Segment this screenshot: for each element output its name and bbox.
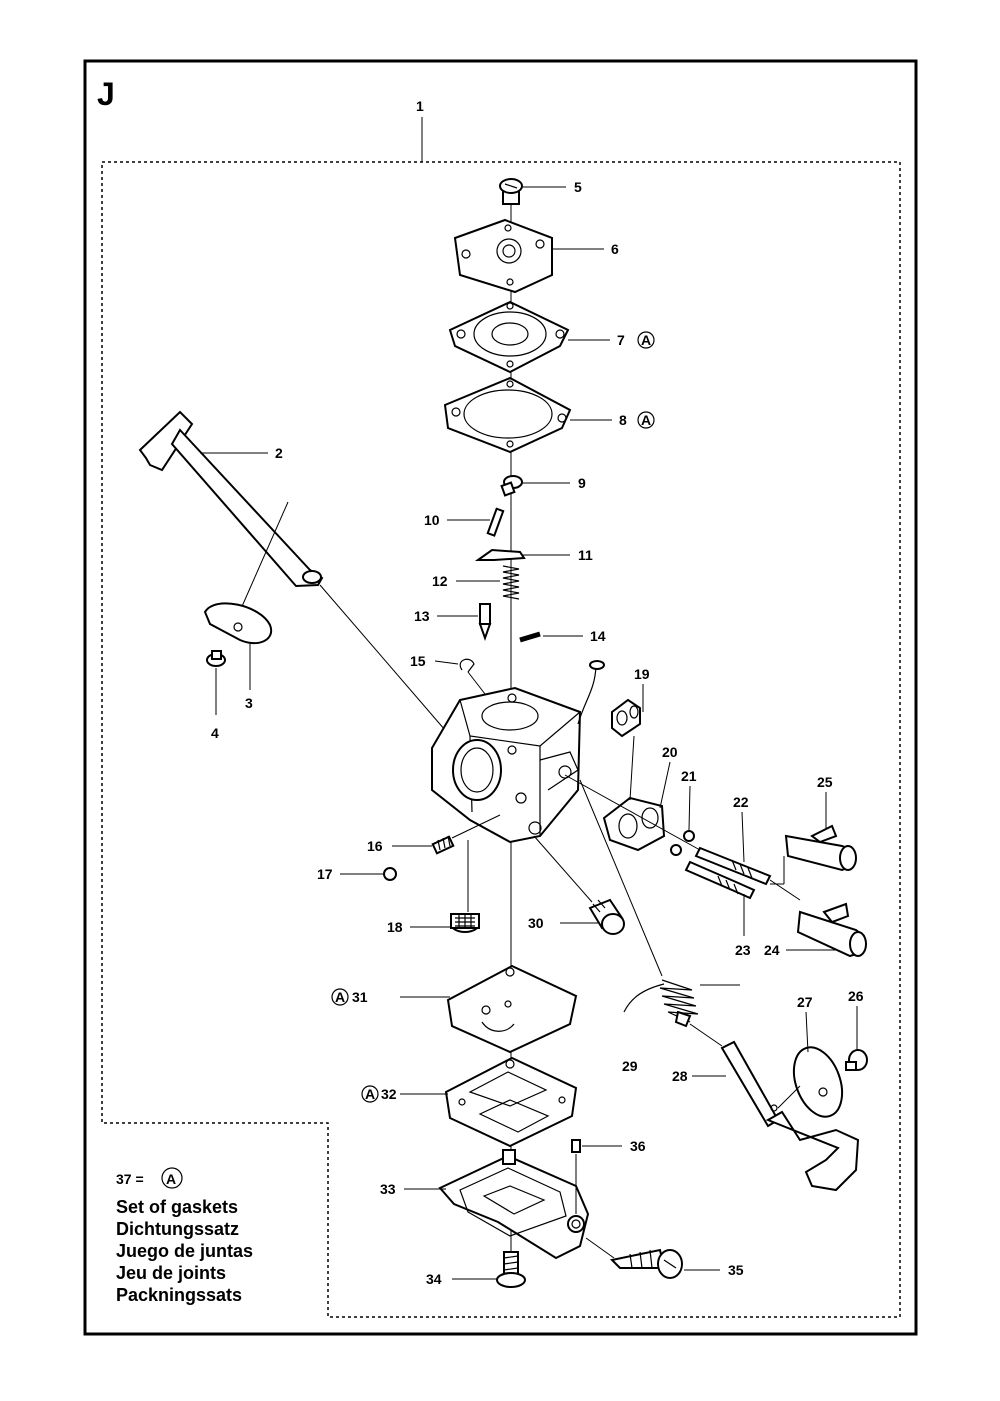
callout-20: 20 xyxy=(662,744,678,760)
callout-34: 34 xyxy=(426,1271,442,1287)
part-20-limiter-cap xyxy=(602,796,666,852)
callout-23: 23 xyxy=(735,942,751,958)
part-16-set-screw xyxy=(431,835,455,855)
part-13-needle-valve xyxy=(478,603,492,641)
callout-29: 29 xyxy=(622,1058,638,1074)
callout-17: 17 xyxy=(317,866,333,882)
part-22-needle xyxy=(694,846,772,886)
part-34-screw xyxy=(496,1251,526,1288)
callout-6: 6 xyxy=(611,241,619,257)
callout-11: 11 xyxy=(578,547,593,563)
gasket-marker-31: A xyxy=(335,989,345,1005)
callout-14: 14 xyxy=(590,628,606,644)
callout-24: 24 xyxy=(764,942,780,958)
callout-22: 22 xyxy=(733,794,749,810)
part-25-adjust-tool xyxy=(784,824,857,872)
part-27-choke-valve xyxy=(792,1046,844,1118)
callout-9: 9 xyxy=(578,475,586,491)
callout-18: 18 xyxy=(387,919,403,935)
part-18-filter xyxy=(450,913,480,933)
callout-2: 2 xyxy=(275,445,283,461)
legend-line-sv: Packningssats xyxy=(116,1285,243,1305)
callout-7: 7 xyxy=(617,332,625,348)
callout-5: 5 xyxy=(574,179,582,195)
legend-line-de: Dichtungssatz xyxy=(116,1219,240,1239)
legend-line-es: Juego de juntas xyxy=(116,1241,254,1261)
part-35-screw xyxy=(609,1248,683,1279)
part-11-lever xyxy=(474,548,526,561)
part-19-connector xyxy=(611,698,641,738)
part-7-diaphragm xyxy=(448,300,570,374)
callout-28: 28 xyxy=(672,1068,688,1084)
callout-19: 19 xyxy=(634,666,650,682)
part-12-spring xyxy=(502,565,520,600)
part-14-pin xyxy=(519,631,541,643)
callout-16: 16 xyxy=(367,838,383,854)
part-8-gasket xyxy=(443,376,572,454)
part-5-screw xyxy=(499,178,523,205)
legend-line-en: Set of gaskets xyxy=(116,1197,239,1217)
part-17-oring xyxy=(383,867,397,881)
callout-15: 15 xyxy=(410,653,426,669)
part-6-pump-cover xyxy=(453,218,553,294)
callout-10: 10 xyxy=(424,512,440,528)
part-21-oring xyxy=(683,830,695,842)
part-32-gasket xyxy=(444,1056,578,1148)
callout-3: 3 xyxy=(245,695,253,711)
carburetor-body xyxy=(431,660,605,844)
callout-27: 27 xyxy=(797,994,813,1010)
callout-32: 32 xyxy=(381,1086,397,1102)
part-21-oring-2 xyxy=(670,844,682,856)
callout-31: 31 xyxy=(352,989,368,1005)
part-36-plug xyxy=(571,1139,581,1153)
assembly-boundary xyxy=(101,161,901,1318)
gasket-marker-8: A xyxy=(641,412,651,428)
part-10-pin xyxy=(486,507,505,537)
part-24-adjust-tool xyxy=(796,902,867,958)
part-26-screw xyxy=(845,1049,868,1071)
gasket-marker-32: A xyxy=(365,1086,375,1102)
callout-30: 30 xyxy=(528,915,544,931)
callout-25: 25 xyxy=(817,774,833,790)
legend-marker: A xyxy=(166,1171,176,1187)
callout-35: 35 xyxy=(728,1262,744,1278)
callout-36: 36 xyxy=(630,1138,646,1154)
page-frame xyxy=(83,59,918,1336)
callout-13: 13 xyxy=(414,608,430,624)
part-29-spring xyxy=(623,979,699,1028)
callout-33: 33 xyxy=(380,1181,396,1197)
part-33-cover xyxy=(438,1149,590,1260)
section-letter: J xyxy=(97,76,115,112)
gasket-marker-7: A xyxy=(641,332,651,348)
callout-26: 26 xyxy=(848,988,864,1004)
part-30-screw xyxy=(588,898,625,935)
part-23-needle xyxy=(684,860,756,900)
part-3-throttle-valve xyxy=(203,602,273,645)
part-2-throttle-shaft xyxy=(138,410,324,588)
part-9-screw xyxy=(500,475,523,497)
callout-1: 1 xyxy=(416,98,424,114)
legend-line-fr: Jeu de joints xyxy=(116,1263,227,1283)
part-28-choke-shaft xyxy=(720,1040,860,1192)
callout-4: 4 xyxy=(211,725,219,741)
callout-8: 8 xyxy=(619,412,627,428)
part-15-clip xyxy=(459,658,475,673)
callout-12: 12 xyxy=(432,573,448,589)
part-31-diaphragm xyxy=(446,964,578,1054)
legend-code: 37 = xyxy=(116,1171,144,1187)
part-4-screw xyxy=(206,650,226,667)
callout-21: 21 xyxy=(681,768,697,784)
